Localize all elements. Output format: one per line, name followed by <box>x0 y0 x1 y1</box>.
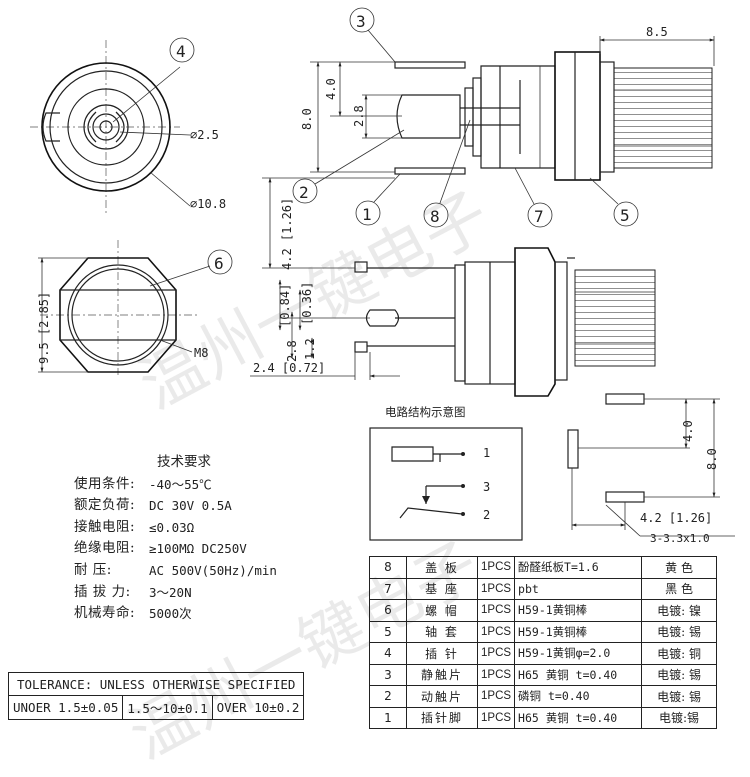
dim-2-4: 2.4 [0.72] <box>253 361 325 375</box>
drawing-canvas: ⌀2.5 ⌀10.8 4 3 <box>30 7 735 545</box>
pad-dim-8-0: 8.0 <box>705 448 719 470</box>
svg-text:1: 1 <box>362 205 372 224</box>
svg-text:7: 7 <box>534 207 544 226</box>
balloon-3: 3 <box>349 7 375 33</box>
tech-row: 机械寿命:5000次 <box>74 605 192 622</box>
balloon-1: 1 <box>355 200 381 226</box>
balloon-2: 2 <box>292 178 318 204</box>
tolerance-cell: OVER 10±0.2 <box>211 695 305 720</box>
dim-1-2: 1.2 <box>303 338 317 360</box>
dim-phi-10-8: ⌀10.8 <box>190 197 226 211</box>
dim-2-8b: 2.8 <box>285 340 299 362</box>
svg-text:5: 5 <box>620 206 630 225</box>
tech-row: 接触电阻:≤0.03Ω <box>74 518 195 535</box>
tech-row: 绝缘电阻:≥100MΩ DC250V <box>74 540 247 557</box>
tolerance-cell: 1.5～10±0.1 <box>122 695 213 720</box>
dim-phi-2-5: ⌀2.5 <box>190 128 219 142</box>
dim-9-5: 9.5 [2.85] <box>37 292 51 364</box>
svg-text:3: 3 <box>356 12 366 31</box>
dim-2-8: 2.8 <box>352 105 366 127</box>
circuit-label-1: 1 <box>483 446 490 460</box>
dim-4-2: 4.2 [1.26] <box>280 198 294 270</box>
dim-m8: M8 <box>194 346 208 360</box>
tech-title: 技术要求 <box>157 454 211 470</box>
circuit-label-3: 3 <box>483 480 490 494</box>
dim-8-5: 8.5 <box>646 25 668 39</box>
svg-text:8: 8 <box>430 207 440 226</box>
circuit-label-2: 2 <box>483 508 490 522</box>
dim-4-0: 4.0 <box>324 78 338 100</box>
tech-row: 使用条件:-40～55℃ <box>74 475 212 492</box>
circuit-title: 电路结构示意图 <box>385 405 466 419</box>
hex-nut-view <box>38 240 211 375</box>
side-view-bottom <box>354 247 656 397</box>
pad-layout <box>567 393 735 537</box>
side-view-top <box>394 51 713 181</box>
front-view-round <box>30 40 191 215</box>
tolerance-cell: UNOER 1.5±0.05 <box>7 695 124 720</box>
balloon-5: 5 <box>613 201 639 227</box>
svg-text:2: 2 <box>299 183 309 202</box>
pad-dim-4-0: 4.0 <box>681 420 695 442</box>
balloon-8: 8 <box>423 202 449 228</box>
dim-0-36: [0.36] <box>300 282 314 325</box>
tech-row: 插 拔 力:3～20N <box>74 583 192 600</box>
pad-dim-4-2: 4.2 [1.26] <box>640 511 712 525</box>
circuit-diagram <box>369 427 523 541</box>
svg-text:6: 6 <box>214 254 224 273</box>
dim-8-0: 8.0 <box>300 108 314 130</box>
balloon-4: 4 <box>169 37 195 63</box>
tech-requirements: 技术要求 使用条件:-40～55℃ 额定负荷:DC 30V 0.5A 接触电阻:… <box>74 452 364 625</box>
tolerance-header: TOLERANCE: UNLESS OTHERWISE SPECIFIED <box>7 672 305 696</box>
dim-0-84: [0.84] <box>278 284 292 327</box>
svg-text:4: 4 <box>176 42 186 61</box>
balloon-7: 7 <box>527 202 553 228</box>
tech-row: 耐 压:AC 500V(50Hz)/min <box>74 561 277 578</box>
tech-row: 额定负荷:DC 30V 0.5A <box>74 497 232 514</box>
pad-dim-size: 3-3.3x1.0 <box>650 532 710 545</box>
tolerance-table: TOLERANCE: UNLESS OTHERWISE SPECIFIED UN… <box>7 672 305 720</box>
balloon-6: 6 <box>207 249 233 275</box>
